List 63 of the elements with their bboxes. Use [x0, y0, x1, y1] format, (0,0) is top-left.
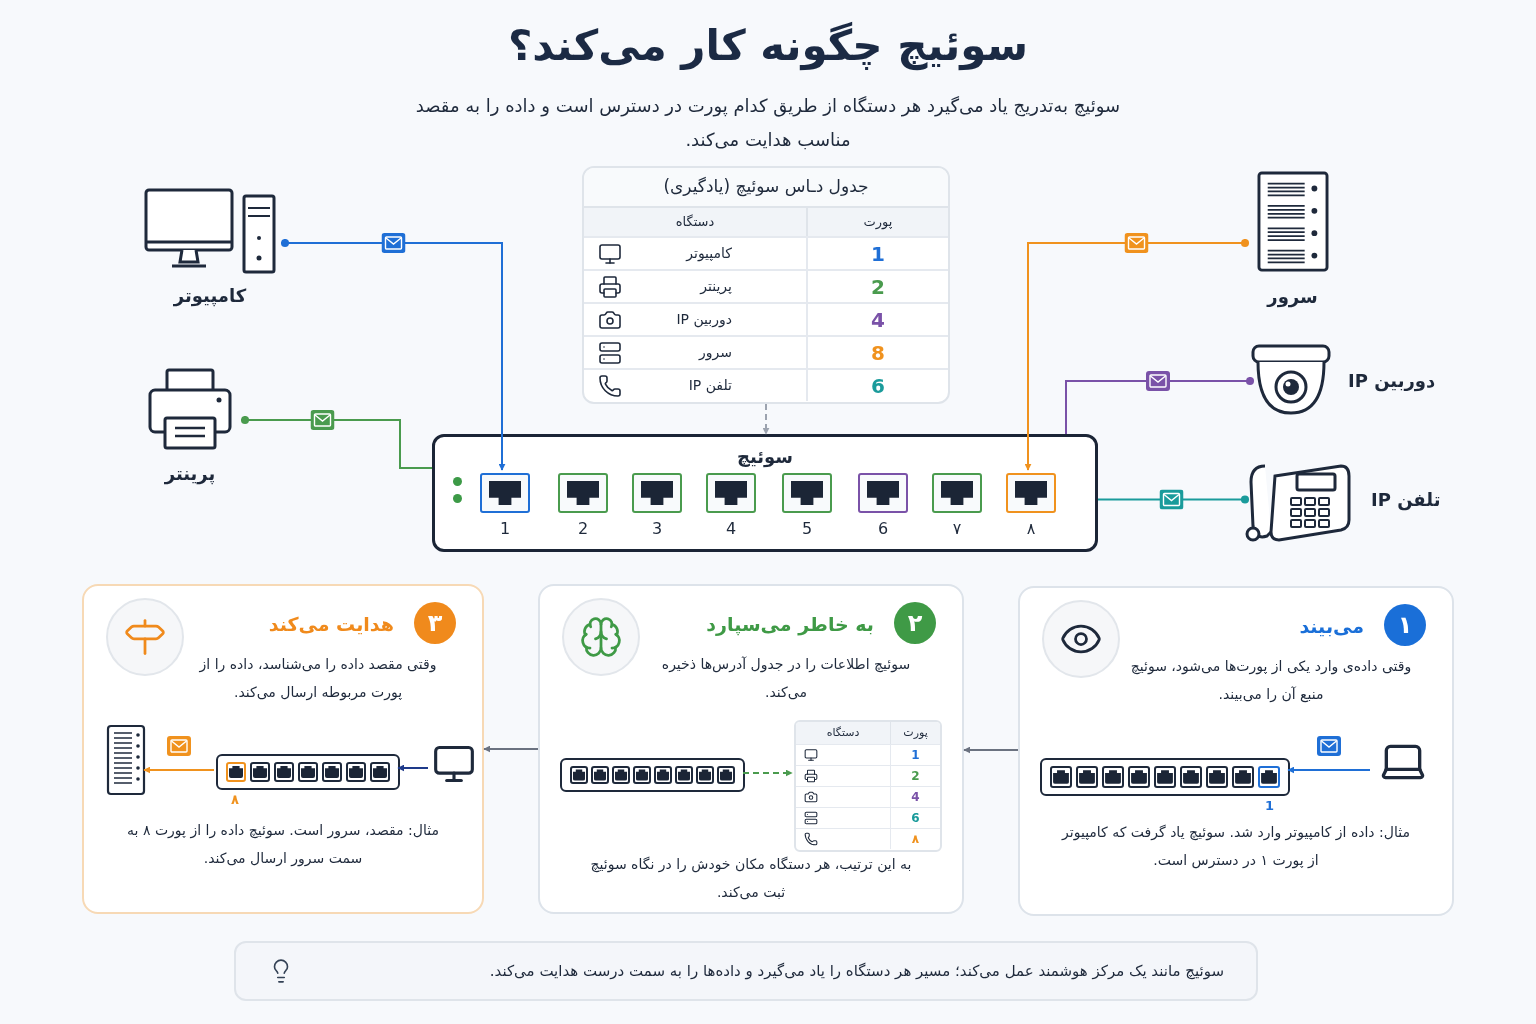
- table-cell: 8: [806, 335, 948, 368]
- step-card: [538, 584, 964, 914]
- arrow: [963, 746, 1018, 754]
- device-label: کامپیوتر: [173, 284, 247, 309]
- table-cell: 2: [806, 269, 948, 302]
- device-label: دوربین IP: [1348, 368, 1436, 394]
- table-cell-text: کامپیوتر: [684, 244, 732, 264]
- step-number-badge: ۲: [894, 602, 936, 644]
- summary-banner: [234, 941, 1258, 1001]
- table-cell: 1: [890, 744, 940, 765]
- table-title: جدول دـاس سوئیچ (یادگیری): [663, 175, 869, 199]
- table-cell: 1: [806, 236, 948, 269]
- table-cell-text: دوربین IP: [675, 310, 732, 330]
- port-number: 6: [877, 521, 889, 537]
- step-description: سوئیچ اطلاعات را در جدول آدرس‌ها ذخیره می‌کند.: [660, 655, 912, 702]
- arrow: [280, 238, 506, 471]
- port-number: 5: [801, 521, 813, 537]
- table-cell: 4: [890, 786, 940, 807]
- table-cell: 6: [890, 807, 940, 828]
- port-number: ۸: [231, 791, 239, 809]
- step-description: وقتی داده‌ی وارد یکی از پورت‌ها می‌شود، سوئیچ منبع آن را می‌بیند.: [1129, 657, 1413, 705]
- step-title: به خاطر می‌سپارد: [706, 612, 874, 638]
- port-number: ۷: [952, 521, 962, 537]
- step-title: می‌بیند: [1299, 614, 1364, 639]
- step-number-badge: ۳: [414, 602, 456, 644]
- table-cell-text: تلفن IP: [687, 376, 732, 396]
- table-cell: 2: [890, 765, 940, 786]
- column-header: پورت: [890, 722, 940, 744]
- example-text: مثال: داده از کامپیوتر وارد شد. سوئیچ یاد گرفت که کامپیوتر از پورت ۱ در دسترس است.: [1060, 823, 1411, 871]
- port-number: 1: [499, 521, 511, 537]
- step-title: هدایت می‌کند: [268, 612, 394, 637]
- device-label: پرینتر: [164, 462, 216, 487]
- column-header: دستگاه: [825, 724, 861, 741]
- example-text: به این ترتیب، هر دستگاه مکان خودش را در نگاه سوئیچ ثبت می‌کند.: [589, 855, 913, 902]
- network-switch: [432, 434, 1098, 552]
- table-cell: 6: [806, 368, 948, 401]
- table-cell-text: پرینتر: [698, 277, 732, 297]
- port-number: 3: [651, 521, 663, 537]
- table-cell: ۸: [890, 828, 940, 849]
- arrow: [1024, 238, 1250, 471]
- port-number: 2: [577, 521, 589, 537]
- table-cell: 4: [806, 302, 948, 335]
- example-text: مثال: مقصد، سرور است. سوئیچ داده را از پورت ۸ به سمت سرور ارسال می‌کند.: [126, 821, 440, 869]
- port-number: ۸: [1026, 521, 1036, 537]
- column-header: دستگاه: [674, 213, 716, 232]
- step-number-badge: ۱: [1384, 604, 1426, 646]
- column-header: پورت: [806, 208, 948, 236]
- summary-text: سوئیچ مانند یک مرکز هوشمند عمل می‌کند؛ مسیر هر دستگاه را یاد می‌گیرد و داده‌ها را به سمت درست هدایت می‌کند.: [489, 960, 1224, 982]
- device-label: سرور: [1267, 285, 1318, 310]
- arrow: [762, 403, 770, 435]
- port-number: 1: [1265, 797, 1275, 815]
- mac-address-table: [582, 166, 950, 404]
- step-description: وقتی مقصد داده را می‌شناسد، داده را از پورت مربوطه ارسال می‌کند.: [198, 655, 438, 703]
- address-table: [794, 720, 942, 852]
- arrow: [483, 745, 538, 753]
- device-label: تلفن IP: [1371, 488, 1441, 513]
- step-card: [1018, 586, 1454, 916]
- page-title: سوئیچ چگونه کار می‌کند؟: [508, 20, 1028, 73]
- port-number: 4: [725, 521, 737, 537]
- table-cell-text: سرور: [697, 343, 732, 363]
- step-card: [82, 584, 484, 914]
- subtitle: سوئیچ به‌تدریج یاد می‌گیرد هر دستگاه از طریق کدام پورت در دسترس است و داده را به مقصد مناسب هدایت می‌کند.: [414, 94, 1122, 152]
- switch-title: سوئیچ: [736, 445, 794, 470]
